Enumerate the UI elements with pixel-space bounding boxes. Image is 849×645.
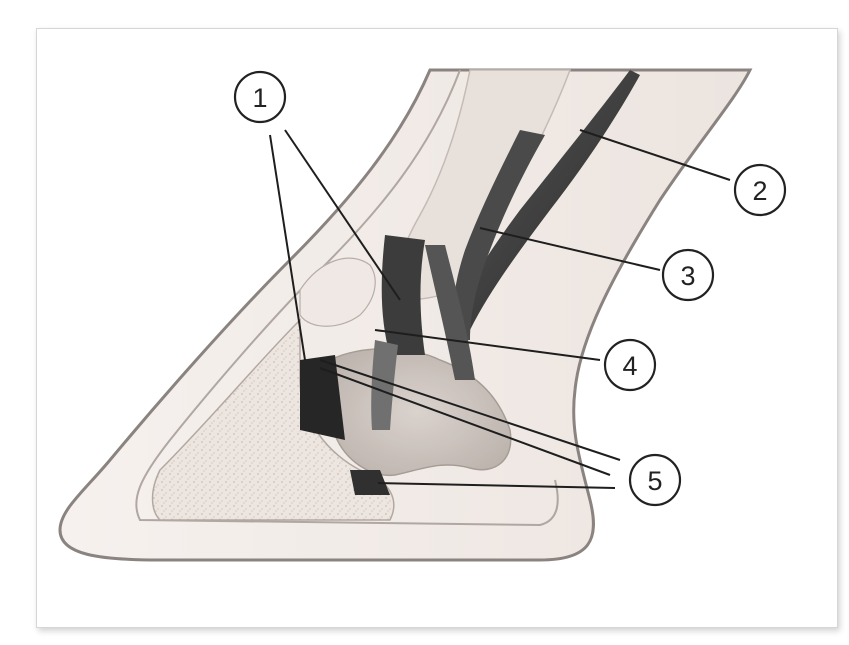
callout-4: 4 (605, 340, 655, 390)
callout-3: 3 (663, 250, 713, 300)
callout-5-label: 5 (647, 466, 662, 496)
callout-1: 1 (235, 72, 285, 122)
callout-3-label: 3 (680, 261, 695, 291)
callout-1-label: 1 (252, 83, 267, 113)
callout-2-label: 2 (752, 176, 767, 206)
ligament-band (382, 235, 425, 355)
callout-4-label: 4 (622, 351, 637, 381)
callout-2: 2 (735, 165, 785, 215)
callout-5: 5 (630, 455, 680, 505)
